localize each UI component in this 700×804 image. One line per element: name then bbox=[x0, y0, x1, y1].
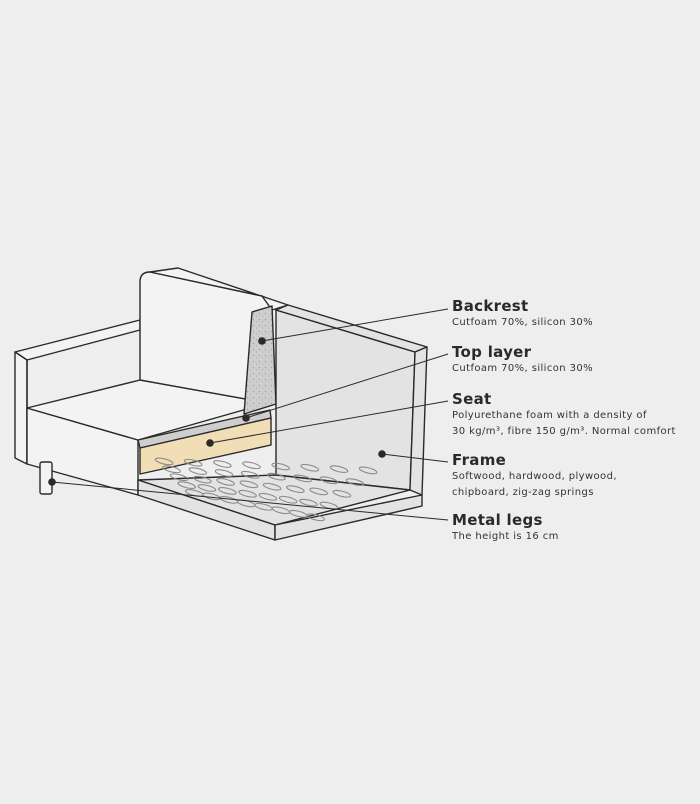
spring-loop bbox=[154, 457, 174, 466]
backrest-title: Backrest bbox=[452, 297, 529, 315]
spring-loop bbox=[197, 484, 217, 492]
dot-frame bbox=[378, 450, 386, 458]
spring-loop bbox=[299, 498, 318, 507]
spring-loop bbox=[262, 482, 282, 491]
spring-loop bbox=[258, 492, 278, 501]
leader-frame bbox=[381, 453, 449, 463]
dot-metal-legs bbox=[48, 478, 56, 486]
spring-loop bbox=[183, 458, 203, 467]
label-top-layer: Top layer Cutfoam 70%, silicon 30% bbox=[452, 344, 700, 377]
zig-zag-springs bbox=[154, 457, 378, 522]
spring-loop bbox=[177, 481, 197, 489]
leader-metal-legs bbox=[51, 481, 449, 521]
spring-loop bbox=[217, 487, 237, 495]
top-layer-title: Top layer bbox=[452, 343, 532, 361]
spring-loop bbox=[214, 469, 234, 477]
spring-loop bbox=[332, 489, 352, 498]
armrest-top bbox=[14, 319, 141, 361]
seat-desc: Polyurethane foam with a density of 30 k… bbox=[452, 410, 676, 437]
spring-loop bbox=[345, 478, 365, 486]
leader-top-layer bbox=[245, 353, 449, 419]
armrest-side bbox=[14, 351, 28, 465]
back-cushion-rim bbox=[149, 267, 289, 311]
metal-legs-desc: The height is 16 cm bbox=[452, 531, 559, 542]
spring-loop bbox=[169, 473, 189, 482]
top-layer-desc: Cutfoam 70%, silicon 30% bbox=[452, 363, 594, 374]
spring-loop bbox=[358, 466, 378, 475]
label-metal-legs: Metal legs The height is 16 cm bbox=[452, 512, 700, 545]
spring-loop bbox=[240, 470, 260, 479]
spring-loop bbox=[188, 467, 208, 475]
spring-loop bbox=[267, 472, 286, 481]
dot-seat bbox=[206, 439, 214, 447]
spring-loop bbox=[193, 475, 212, 484]
spring-loop bbox=[286, 485, 305, 493]
frame-floor-edge-right bbox=[274, 494, 423, 541]
leader-backrest bbox=[261, 308, 449, 342]
spring-loop bbox=[329, 465, 349, 473]
dot-backrest bbox=[258, 337, 266, 345]
dot-top-layer bbox=[242, 414, 250, 422]
label-backrest: Backrest Cutfoam 70%, silicon 30% bbox=[452, 298, 700, 331]
label-frame: Frame Softwood, hardwood, plywood, chipb… bbox=[452, 452, 700, 501]
spring-loop bbox=[238, 489, 257, 498]
spring-loop bbox=[271, 462, 291, 471]
spring-loop bbox=[216, 478, 235, 486]
leader-seat bbox=[209, 400, 449, 444]
spring-loop bbox=[306, 513, 325, 522]
spring-loop bbox=[278, 495, 298, 504]
metal-leg bbox=[39, 461, 53, 495]
spring-loop bbox=[213, 460, 232, 468]
spring-loop bbox=[239, 480, 259, 489]
backrest-desc: Cutfoam 70%, silicon 30% bbox=[452, 317, 594, 328]
frame-title: Frame bbox=[452, 451, 507, 469]
spring-loop bbox=[309, 487, 328, 496]
frame-desc: Softwood, hardwood, plywood, chipboard, … bbox=[452, 471, 617, 498]
seat-title: Seat bbox=[452, 390, 492, 408]
spring-loop bbox=[162, 465, 181, 474]
spring-loop bbox=[300, 463, 320, 472]
seat-foam-block bbox=[139, 417, 272, 475]
metal-legs-title: Metal legs bbox=[452, 511, 543, 529]
spring-loop bbox=[242, 461, 261, 470]
label-seat: Seat Polyurethane foam with a density of… bbox=[452, 391, 700, 440]
spring-loop bbox=[293, 474, 312, 483]
spring-loop bbox=[319, 476, 339, 485]
